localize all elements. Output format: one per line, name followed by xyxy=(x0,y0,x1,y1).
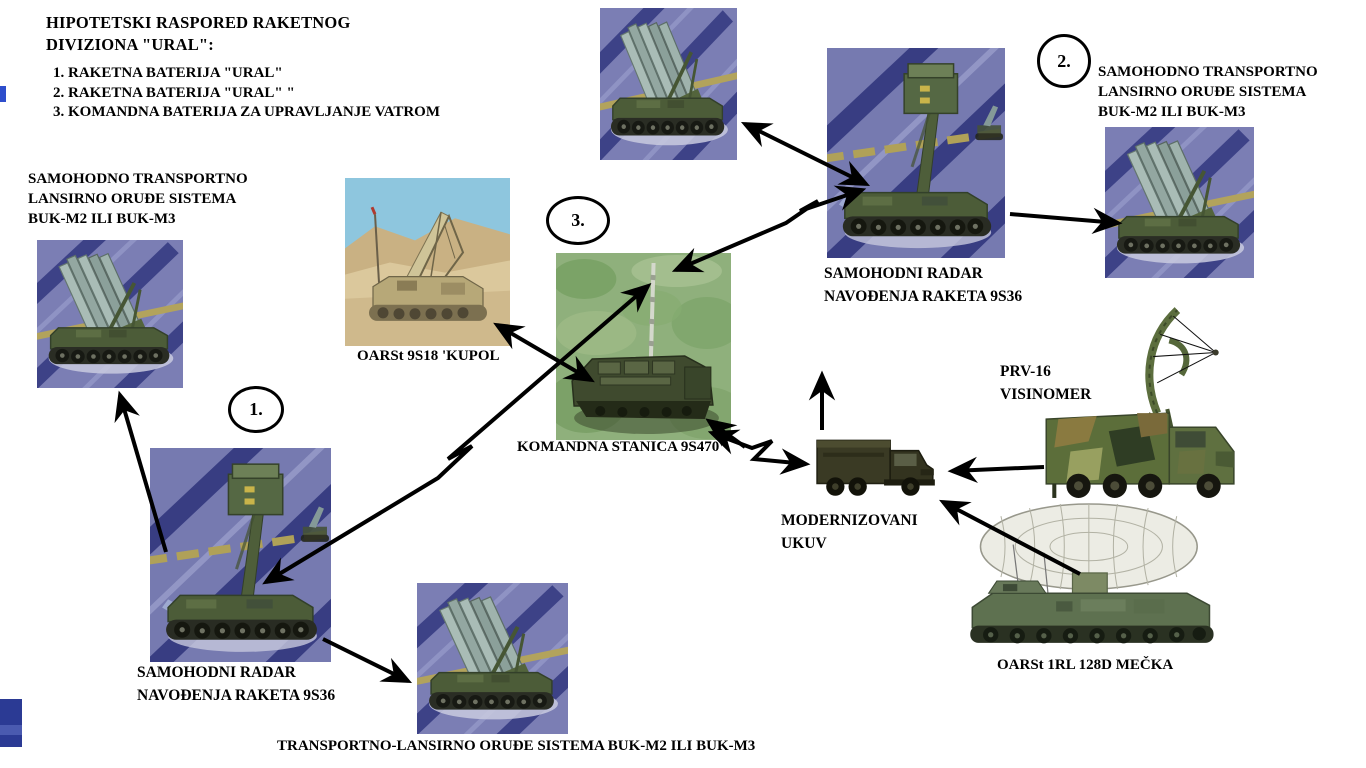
arrow-radar-top-tel-right xyxy=(1009,207,1123,235)
prv16-radar-icon xyxy=(1045,307,1235,498)
arrow-radar-bottom-tel-bottom xyxy=(322,637,413,683)
legend-item-1: 1. RAKETNA BATERIJA "URAL" xyxy=(53,65,283,81)
buk-tel-icon xyxy=(37,240,183,388)
diagram-title: HIPOTETSKI RASPORED RAKETNOG DIVIZIONA "… xyxy=(46,12,351,56)
legend-item-3: 3. KOMANDNA BATERIJA ZA UPRAVLJANJE VATR… xyxy=(53,104,440,120)
buk-tel-icon xyxy=(1105,127,1254,278)
label-tel-right-1: SAMOHODNO TRANSPORTNO xyxy=(1098,64,1318,80)
command-station-9s470-image xyxy=(556,253,731,440)
badge-battery-1: 1. xyxy=(228,386,284,433)
command-station-icon xyxy=(556,253,731,440)
label-radar-bottom: SAMOHODNI RADAR NAVOĐENJA RAKETA 9S36 xyxy=(137,661,335,707)
buk-tel-bottom-image xyxy=(417,583,568,734)
label-radar-top: SAMOHODNI RADAR NAVOĐENJA RAKETA 9S36 xyxy=(824,262,1022,308)
label-tel-left: SAMOHODNO TRANSPORTNO LANSIRNO ORUĐE SIS… xyxy=(28,169,248,229)
left-edge-fragment xyxy=(0,86,6,102)
badge-battery-2: 2. xyxy=(1037,34,1091,88)
title-line-1: HIPOTETSKI RASPORED RAKETNOG xyxy=(46,13,351,32)
buk-tel-icon xyxy=(600,8,737,160)
radar-9s36-icon xyxy=(150,448,331,662)
prv16-visinomer-image xyxy=(1018,300,1250,502)
badge-battery-3: 3. xyxy=(546,196,610,245)
label-tel-left-3: BUK-M2 ILI BUK-M3 xyxy=(28,211,176,227)
buk-tel-right-image xyxy=(1105,127,1254,278)
label-mecka: OARSt 1RL 128D MEČKA xyxy=(997,657,1174,673)
corner-image-fragment xyxy=(0,699,22,747)
mecka-1rl128d-image xyxy=(958,502,1234,654)
label-tel-right: SAMOHODNO TRANSPORTNO LANSIRNO ORUĐE SIS… xyxy=(1098,62,1318,122)
radar-9s36-icon xyxy=(827,48,1005,258)
label-command-station: KOMANDNA STANICA 9S470 xyxy=(517,439,720,455)
label-radar-bottom-1: SAMOHODNI RADAR xyxy=(137,664,296,681)
label-tel-left-1: SAMOHODNO TRANSPORTNO xyxy=(28,171,248,187)
mecka-radar-icon xyxy=(970,503,1214,644)
buk-tel-icon xyxy=(417,583,568,734)
ukuv-truck-icon xyxy=(816,439,935,496)
label-ukuv: MODERNIZOVANI UKUV xyxy=(781,509,918,555)
label-kupol: OARSt 9S18 'KUPOL xyxy=(357,348,500,364)
buk-tel-top-image xyxy=(600,8,737,160)
label-tel-left-2: LANSIRNO ORUĐE SISTEMA xyxy=(28,191,237,207)
label-radar-top-1: SAMOHODNI RADAR xyxy=(824,265,983,282)
ukuv-truck-image xyxy=(813,424,945,504)
label-prv16-2: VISINOMER xyxy=(1000,386,1092,403)
label-tel-right-3: BUK-M2 ILI BUK-M3 xyxy=(1098,104,1246,120)
label-ukuv-1: MODERNIZOVANI xyxy=(781,512,918,529)
label-ukuv-2: UKUV xyxy=(781,535,827,552)
legend-item-2: 2. RAKETNA BATERIJA "URAL" " xyxy=(53,84,295,101)
kupol-radar-icon xyxy=(345,178,510,346)
kupol-9s18-image xyxy=(345,178,510,346)
label-radar-top-2: NAVOĐENJA RAKETA 9S36 xyxy=(824,288,1023,305)
radar-9s36-top-image xyxy=(827,48,1005,258)
label-radar-bottom-2: NAVOĐENJA RAKETA 9S36 xyxy=(137,687,336,704)
label-tel-bottom: TRANSPORTNO-LANSIRNO ORUĐE SISTEMA BUK-M… xyxy=(277,738,756,754)
label-prv16-1: PRV-16 xyxy=(1000,363,1051,380)
buk-tel-left-image xyxy=(37,240,183,388)
battery-legend: 1. RAKETNA BATERIJA "URAL" 2. RAKETNA BA… xyxy=(53,64,440,123)
label-tel-right-2: LANSIRNO ORUĐE SISTEMA xyxy=(1098,84,1307,100)
title-line-2: DIVIZIONA "URAL": xyxy=(46,35,214,54)
label-prv16: PRV-16 VISINOMER xyxy=(1000,360,1091,406)
radar-9s36-bottom-image xyxy=(150,448,331,662)
